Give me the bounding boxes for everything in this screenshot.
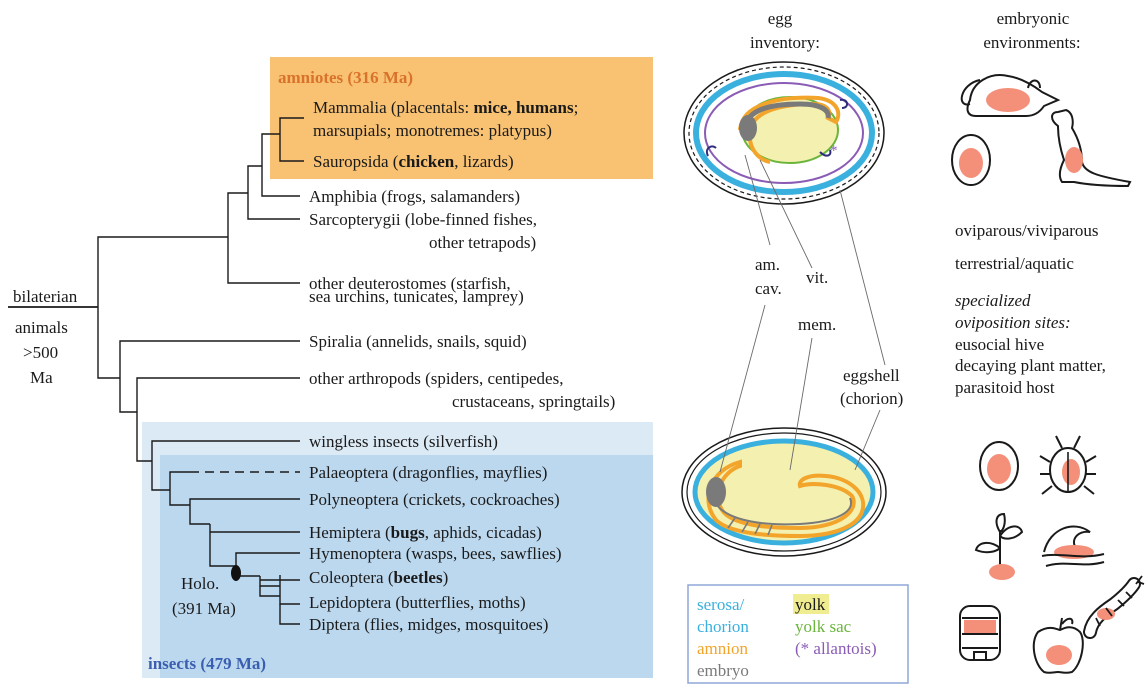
holo-age-label: (391 Ma): [172, 599, 236, 618]
plant-soil: [989, 564, 1015, 580]
taxon-mammalia-text: Mammalia (placentals:: [313, 98, 474, 117]
egg-heading-line2: inventory:: [750, 33, 820, 52]
taxon-mammalia-end: ;: [574, 98, 579, 117]
allantois-asterisk: *: [830, 143, 838, 159]
hive-brood: [964, 620, 996, 634]
eggshell-leader-upper: [840, 190, 885, 365]
env-reproduction-mode: oviparous/viviparous: [955, 221, 1099, 240]
beetle-icon: [1040, 436, 1096, 494]
legend-serosa: serosa/: [697, 595, 744, 614]
insect-egg: [682, 428, 886, 556]
taxon-mammalia-highlight: mice, humans: [474, 98, 575, 117]
deuterostome-branch: [98, 193, 300, 307]
env-site-hive: eusocial hive: [955, 335, 1044, 354]
taxon-sauropsida-end: , lizards): [454, 152, 513, 171]
taxon-arthropods: other arthropods (spiders, centipedes,: [309, 369, 563, 388]
embryonic-environments: embryonic environments: oviparous/vivipa…: [952, 9, 1144, 673]
env-specialized: specialized: [955, 291, 1031, 310]
legend-embryo: embryo: [697, 661, 749, 680]
legend: serosa/ chorion amnion embryo yolk yolk …: [688, 585, 908, 683]
taxon-sauropsida: Sauropsida (chicken, lizards): [313, 152, 514, 171]
wave-lines: [1042, 554, 1104, 566]
egg-heading-line1: egg: [768, 9, 793, 28]
taxon-hemiptera-highlight: bugs: [391, 523, 425, 542]
phylogenetic-tree: bilaterian animals >500 Ma amniotes (316…: [8, 57, 653, 678]
taxon-arthropods-line2: crustaceans, springtails): [452, 392, 615, 411]
kangaroo-icon: [1052, 110, 1130, 186]
env-heading-line2: environments:: [983, 33, 1080, 52]
taxon-mammalia: Mammalia (placentals: mice, humans;: [313, 98, 578, 117]
amniotes-title: amniotes (316 Ma): [278, 68, 413, 87]
env-oviposition-sites: oviposition sites:: [955, 313, 1071, 332]
legend-chorion: chorion: [697, 617, 749, 636]
hive-icon: [960, 606, 1000, 660]
vit-mem-label: vit.: [806, 268, 828, 287]
mouse-belly: [986, 88, 1030, 112]
wave-icon: [1042, 526, 1104, 566]
taxon-diptera: Diptera (flies, midges, mosquitoes): [309, 615, 548, 634]
insects-title: insects (479 Ma): [148, 654, 266, 673]
env-heading-line1: embryonic: [997, 9, 1070, 28]
caterpillar-parasitoid: [1097, 608, 1115, 620]
root-label-ma: Ma: [30, 368, 53, 387]
env-site-parasitoid: parasitoid host: [955, 378, 1055, 397]
insect-embryo-head: [706, 477, 726, 507]
taxon-coleoptera-end: ): [443, 568, 449, 587]
caterpillar-icon: [1090, 576, 1144, 632]
root-label-bilaterian: bilaterian: [13, 287, 78, 306]
taxon-amphibia: Amphibia (frogs, salamanders): [309, 187, 520, 206]
taxon-coleoptera-highlight: beetles: [394, 568, 443, 587]
taxon-palaeoptera: Palaeoptera (dragonflies, mayflies): [309, 463, 547, 482]
eggshell-label: eggshell: [843, 366, 900, 385]
am-cav-label: am.: [755, 255, 780, 274]
taxon-hymenoptera: Hymenoptera (wasps, bees, sawflies): [309, 544, 562, 563]
apple-decay: [1046, 645, 1072, 665]
beetle-abdomen: [1062, 459, 1080, 485]
caterpillar-body-fill: [1090, 584, 1134, 632]
taxon-coleoptera: Coleoptera (beetles): [309, 568, 448, 587]
taxon-lepidoptera: Lepidoptera (butterflies, moths): [309, 593, 526, 612]
amniote-egg: *: [684, 62, 884, 204]
insect-egg-icon-yolk: [987, 454, 1011, 484]
taxon-hemiptera-text: Hemiptera (: [309, 523, 391, 542]
holo-label: Holo.: [181, 574, 219, 593]
taxon-polyneoptera: Polyneoptera (crickets, cockroaches): [309, 490, 560, 509]
legend-allantois: (* allantois): [795, 639, 877, 658]
holometabola-node-marker: [231, 565, 241, 581]
plant-stem: [976, 514, 1022, 570]
bird-egg-icon: [952, 135, 990, 185]
taxon-coleoptera-text: Coleoptera (: [309, 568, 394, 587]
legend-yolk: yolk: [795, 595, 826, 614]
protostome-branch: [98, 307, 300, 412]
root-label-animals: animals: [15, 318, 68, 337]
eggshell-label-line2: (chorion): [840, 389, 903, 408]
insect-egg-icon: [980, 442, 1018, 490]
taxon-mammalia-line2: marsupials; monotremes: platypus): [313, 121, 552, 140]
taxon-sarcopterygii-line2: other tetrapods): [429, 233, 536, 252]
am-cav-label-line2: cav.: [755, 279, 782, 298]
bird-egg-yolk: [959, 148, 983, 178]
taxon-spiralia: Spiralia (annelids, snails, squid): [309, 332, 527, 351]
root-label-age: >500: [23, 343, 58, 362]
amniote-embryo-head: [739, 115, 757, 141]
mouse-icon: [962, 75, 1058, 116]
kangaroo-outline: [1052, 110, 1130, 186]
apple-icon: [1034, 618, 1083, 673]
plant-icon: [976, 514, 1022, 580]
env-site-plant: decaying plant matter,: [955, 356, 1106, 375]
taxon-wingless: wingless insects (silverfish): [309, 432, 498, 451]
taxon-deuterostomes-line2: sea urchins, tunicates, lamprey): [309, 287, 524, 306]
taxon-sarcopterygii: Sarcopterygii (lobe-finned fishes,: [309, 210, 537, 229]
env-habitat: terrestrial/aquatic: [955, 254, 1074, 273]
vit-mem-label-line2: mem.: [798, 315, 836, 334]
taxon-sauropsida-text: Sauropsida (: [313, 152, 399, 171]
legend-amnion: amnion: [697, 639, 748, 658]
legend-yolk-sac: yolk sac: [795, 617, 852, 636]
egg-inventory: egg inventory: *: [682, 9, 903, 556]
kangaroo-pouch: [1065, 147, 1083, 173]
taxon-hemiptera: Hemiptera (bugs, aphids, cicadas): [309, 523, 542, 542]
taxon-sauropsida-highlight: chicken: [398, 152, 454, 171]
taxon-hemiptera-end: , aphids, cicadas): [425, 523, 542, 542]
